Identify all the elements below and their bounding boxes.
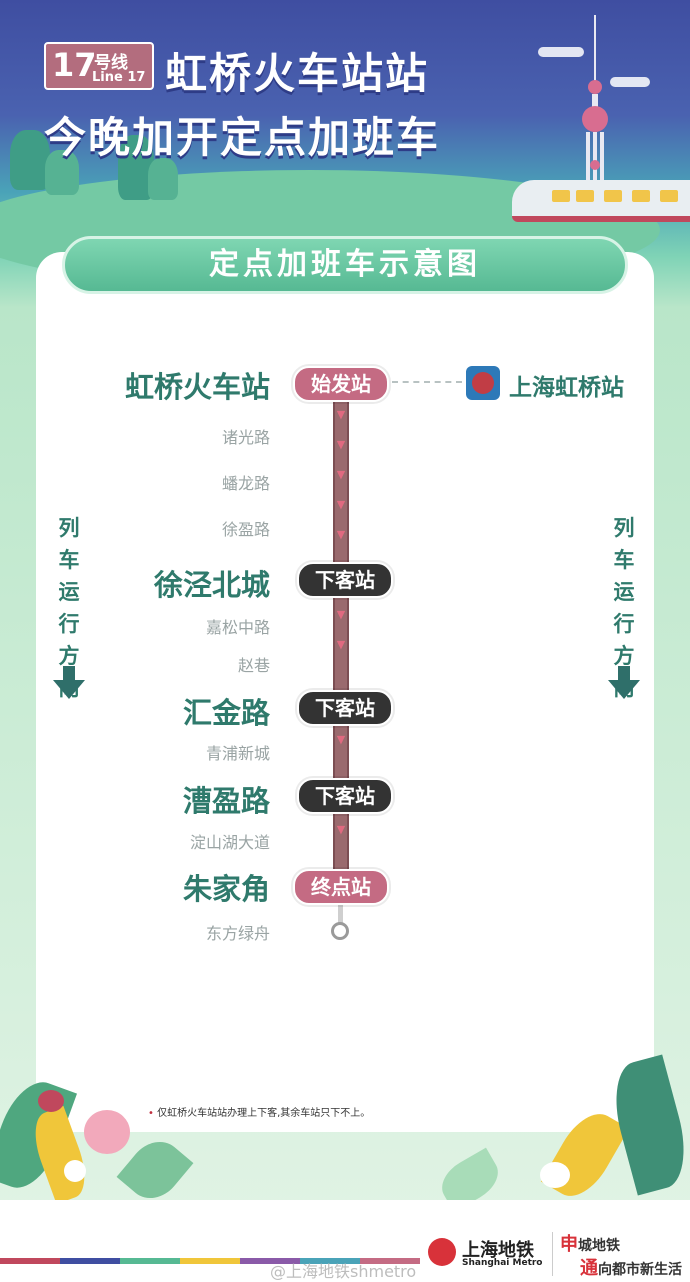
chevron-down-icon: ▼ <box>336 733 346 746</box>
arrow-down-icon <box>53 666 85 699</box>
divider <box>552 1232 553 1276</box>
flower-decoration <box>38 1090 64 1112</box>
station-minor: 赵巷 <box>237 656 270 675</box>
station-stop-1: 徐泾北城 <box>153 568 270 602</box>
chevron-down-icon: ▼ <box>336 498 346 511</box>
tree-decoration <box>10 130 50 190</box>
line-label-cn: 号线 <box>94 53 128 73</box>
station-minor: 嘉松中路 <box>205 618 270 637</box>
flower-decoration <box>64 1160 86 1182</box>
china-railway-icon <box>466 366 500 400</box>
color-stripe <box>0 1258 60 1264</box>
chevron-down-icon: ▼ <box>336 438 346 451</box>
drop-off-tag: 下客站 <box>297 690 393 726</box>
route-track <box>333 395 349 875</box>
metro-brand-cn: 上海地铁 <box>462 1240 534 1261</box>
line-17-badge: 17 号线 Line 17 <box>44 42 154 90</box>
color-stripe <box>120 1258 180 1264</box>
slogan-line-1: 申城地铁 <box>560 1234 620 1255</box>
chevron-down-icon: ▼ <box>336 468 346 481</box>
tree-decoration <box>45 150 79 195</box>
page-subtitle: 今晚加开定点加班车 <box>44 113 441 162</box>
color-stripe <box>240 1258 300 1264</box>
color-stripe <box>300 1258 360 1264</box>
chevron-down-icon: ▼ <box>336 608 346 621</box>
end-marker-icon <box>331 922 349 940</box>
color-stripe <box>180 1258 240 1264</box>
tree-decoration <box>148 158 178 200</box>
origin-tag: 始发站 <box>293 366 389 402</box>
slogan-line-2: 通向都市新生活 <box>580 1258 682 1279</box>
shanghai-metro-logo-icon <box>428 1238 456 1266</box>
chevron-down-icon: ▼ <box>336 638 346 651</box>
oriental-pearl-tower-icon <box>582 15 608 192</box>
train-illustration <box>512 180 690 222</box>
station-stop-2: 汇金路 <box>182 696 270 730</box>
metro-brand-en: Shanghai Metro <box>462 1258 543 1268</box>
terminus-tag: 终点站 <box>293 869 389 905</box>
page-title: 虹桥火车站站 <box>165 49 430 98</box>
station-minor: 青浦新城 <box>205 744 270 763</box>
footnote: • 仅虹桥火车站站办理上下客,其余车站只下不上。 <box>148 1108 371 1119</box>
drop-off-tag: 下客站 <box>297 778 393 814</box>
station-minor: 徐盈路 <box>221 520 270 539</box>
watermark: @上海地铁shmetro <box>270 1262 417 1281</box>
flower-decoration <box>540 1162 570 1188</box>
color-stripe <box>60 1258 120 1264</box>
chevron-down-icon: ▼ <box>336 528 346 541</box>
footer <box>0 1200 690 1282</box>
station-origin: 虹桥火车站 <box>124 370 270 404</box>
cloud-decoration <box>610 77 650 87</box>
transfer-station-label: 上海虹桥站 <box>509 375 624 401</box>
arrow-down-icon <box>608 666 640 699</box>
direction-label-right: 列车运行方向 <box>613 516 635 700</box>
station-stop-3: 漕盈路 <box>182 784 270 818</box>
chevron-down-icon: ▼ <box>336 823 346 836</box>
station-terminus: 朱家角 <box>182 872 270 906</box>
color-stripe <box>360 1258 420 1264</box>
flower-decoration <box>84 1110 130 1154</box>
card-heading: 定点加班车示意图 <box>62 236 628 294</box>
line-label-en: Line 17 <box>92 70 146 85</box>
leaf-decoration <box>116 1130 194 1210</box>
drop-off-tag: 下客站 <box>297 562 393 598</box>
footnote-text: 仅虹桥火车站站办理上下客,其余车站只下不上。 <box>157 1108 371 1119</box>
line-number: 17 <box>52 46 97 84</box>
station-minor: 蟠龙路 <box>221 474 270 493</box>
transfer-connector <box>392 381 462 383</box>
chevron-down-icon: ▼ <box>336 408 346 421</box>
cloud-decoration <box>538 47 584 57</box>
station-minor: 诸光路 <box>221 428 270 447</box>
station-beyond: 东方绿舟 <box>205 924 270 943</box>
station-minor: 淀山湖大道 <box>189 833 270 852</box>
